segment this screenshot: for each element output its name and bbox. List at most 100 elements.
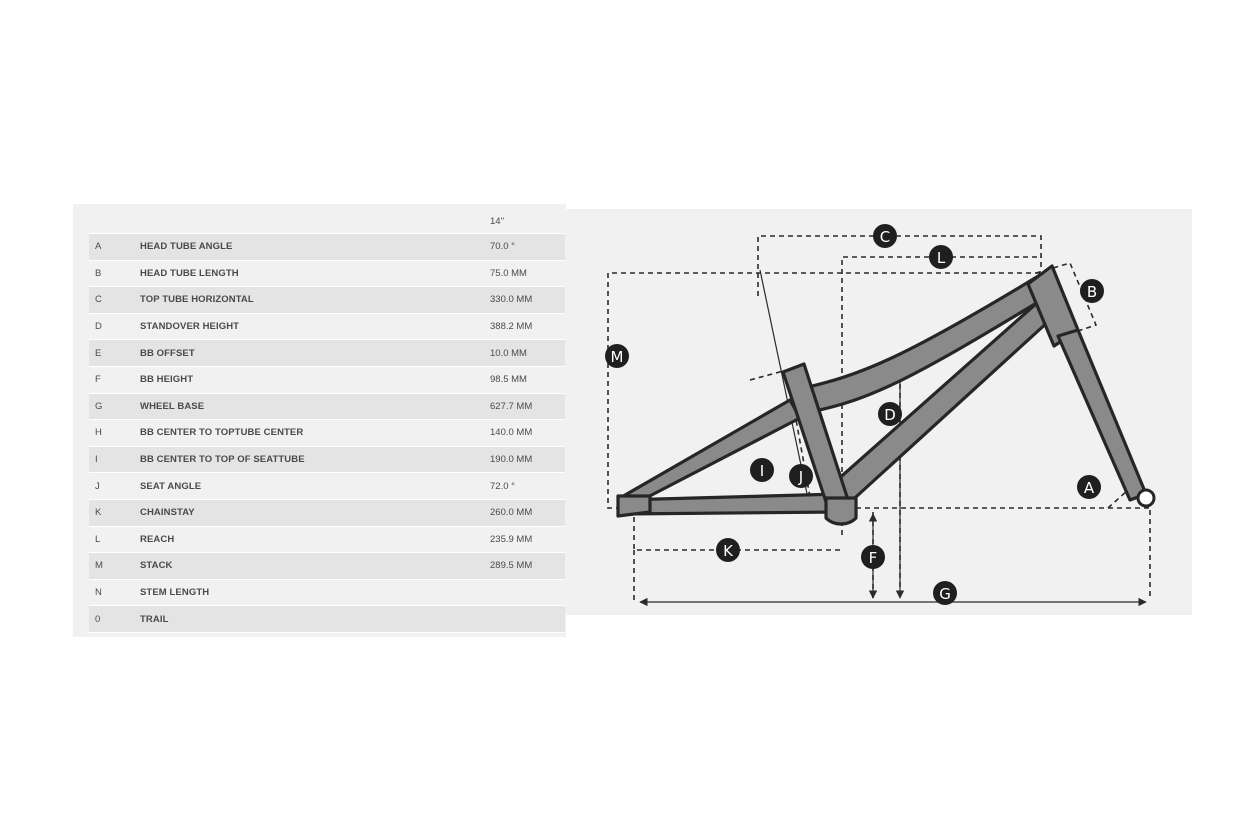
row-code: K (89, 499, 140, 527)
table-row: 0 TRAIL (89, 605, 565, 633)
row-code: A (89, 233, 140, 261)
row-code: G (89, 393, 140, 421)
row-value: 388.2 MM (490, 313, 565, 341)
row-label: CHAINSTAY (140, 499, 490, 527)
marker-k-label: K (723, 542, 734, 560)
row-code: F (89, 366, 140, 394)
row-label: HEAD TUBE LENGTH (140, 260, 490, 288)
row-label: BB HEIGHT (140, 366, 490, 394)
row-value: 75.0 MM (490, 260, 565, 288)
marker-a-label: A (1084, 479, 1095, 497)
row-label: BB CENTER TO TOPTUBE CENTER (140, 419, 490, 447)
table-row: C TOP TUBE HORIZONTAL 330.0 MM (89, 286, 565, 314)
row-code: B (89, 260, 140, 288)
chain-stay (618, 492, 842, 516)
table-row: K CHAINSTAY 260.0 MM (89, 499, 565, 527)
row-value: 330.0 MM (490, 286, 565, 314)
row-value (490, 605, 565, 633)
marker-m-label: M (611, 348, 624, 366)
row-value (490, 579, 565, 607)
row-code: M (89, 552, 140, 580)
row-value: 235.9 MM (490, 526, 565, 554)
marker-d-label: D (884, 406, 896, 424)
marker-c-label: C (880, 228, 890, 246)
marker-l: L (929, 245, 953, 269)
seat-stay (618, 398, 802, 502)
reach-guide (841, 256, 1042, 535)
row-code: H (89, 419, 140, 447)
bottom-bracket (824, 496, 858, 526)
row-value: 70.0 ° (490, 233, 565, 261)
row-label: BB OFFSET (140, 339, 490, 367)
row-code: I (89, 446, 140, 474)
row-value: 10.0 MM (490, 339, 565, 367)
table-row: A HEAD TUBE ANGLE 70.0 ° (89, 233, 565, 261)
table-row: D STANDOVER HEIGHT 388.2 MM (89, 313, 565, 341)
frame-geometry-diagram: C L B M D I J A K F G (566, 209, 1192, 615)
row-label: STEM LENGTH (140, 579, 490, 607)
head-angle-guide (1107, 489, 1129, 509)
top-tube-horizontal-guide (757, 235, 1042, 296)
marker-i-label: I (760, 462, 764, 480)
marker-c: C (873, 224, 897, 248)
header-code-cell (89, 210, 140, 234)
row-label: WHEEL BASE (140, 393, 490, 421)
row-value: 260.0 MM (490, 499, 565, 527)
row-code: C (89, 286, 140, 314)
table-row: E BB OFFSET 10.0 MM (89, 339, 565, 367)
head-tube-guide (1035, 262, 1098, 336)
row-label: STANDOVER HEIGHT (140, 313, 490, 341)
row-label: SEAT ANGLE (140, 472, 490, 500)
frame-diagram-svg: C L B M D I J A K F G (605, 224, 1156, 607)
marker-i: I (750, 458, 774, 482)
table-row: G WHEEL BASE 627.7 MM (89, 393, 565, 421)
row-code: 0 (89, 605, 140, 633)
marker-d: D (878, 402, 902, 426)
row-code: J (89, 472, 140, 500)
row-label: TOP TUBE HORIZONTAL (140, 286, 490, 314)
marker-j-label: J (798, 468, 803, 486)
size-header: 14'' (490, 210, 565, 234)
row-code: E (89, 339, 140, 367)
row-label: BB CENTER TO TOP OF SEATTUBE (140, 446, 490, 474)
fork (1056, 328, 1148, 502)
row-label: TRAIL (140, 605, 490, 633)
marker-b: B (1080, 279, 1104, 303)
marker-f-label: F (869, 549, 878, 567)
table-row: H BB CENTER TO TOPTUBE CENTER 140.0 MM (89, 419, 565, 447)
table-row: B HEAD TUBE LENGTH 75.0 MM (89, 260, 565, 288)
table-row: J SEAT ANGLE 72.0 ° (89, 472, 565, 500)
marker-f: F (861, 545, 885, 569)
marker-g-label: G (939, 585, 951, 603)
geometry-table: 14'' A HEAD TUBE ANGLE 70.0 ° B HEAD TUB… (89, 210, 565, 633)
table-row: F BB HEIGHT 98.5 MM (89, 366, 565, 394)
marker-g: G (933, 581, 957, 605)
marker-m: M (605, 344, 629, 368)
row-label: REACH (140, 526, 490, 554)
marker-a: A (1077, 475, 1101, 499)
front-axle-icon (1136, 488, 1156, 508)
table-header-row: 14'' (89, 210, 565, 234)
row-value: 98.5 MM (490, 366, 565, 394)
header-label-cell (140, 210, 490, 234)
marker-b-label: B (1087, 283, 1097, 301)
table-row: M STACK 289.5 MM (89, 552, 565, 580)
geometry-table-panel: 14'' A HEAD TUBE ANGLE 70.0 ° B HEAD TUB… (73, 204, 566, 637)
row-value: 627.7 MM (490, 393, 565, 421)
rear-dropout (616, 494, 652, 518)
table-row: L REACH 235.9 MM (89, 526, 565, 554)
table-row: I BB CENTER TO TOP OF SEATTUBE 190.0 MM (89, 446, 565, 474)
marker-l-label: L (937, 249, 946, 267)
marker-j: J (789, 464, 813, 488)
row-label: HEAD TUBE ANGLE (140, 233, 490, 261)
bike-frame (616, 264, 1156, 526)
row-label: STACK (140, 552, 490, 580)
chainstay-guide (633, 508, 842, 551)
marker-k: K (716, 538, 740, 562)
row-code: D (89, 313, 140, 341)
stack-guide (607, 272, 1040, 509)
row-value: 190.0 MM (490, 446, 565, 474)
row-value: 72.0 ° (490, 472, 565, 500)
row-code: N (89, 579, 140, 607)
row-value: 140.0 MM (490, 419, 565, 447)
